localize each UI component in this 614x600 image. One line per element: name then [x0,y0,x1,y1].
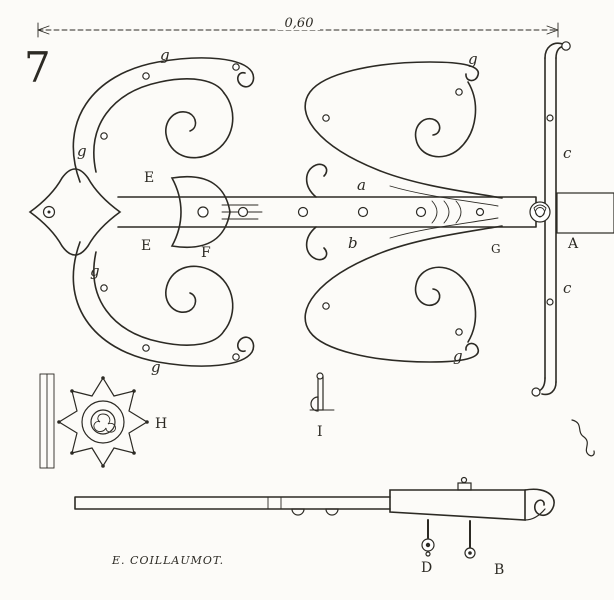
hinge-front-view: g g g g g g E E F a b c c A G [28,41,614,397]
jamb-hatched [556,192,614,234]
rosette-tip-dot [70,451,74,455]
scroll-outer [72,241,255,367]
label-c-lower: c [563,279,572,297]
pin-flange [310,396,319,412]
rosette-tip-dot [70,389,74,393]
label-g-left-lower: g [90,262,100,280]
profile-drop-small [291,508,305,516]
rosette-boss [90,409,116,435]
strap-chevron-marks [431,200,462,224]
rosette-trefoil [93,413,116,433]
scroll-inner-edge [389,217,499,239]
pin-detail: I [309,372,335,440]
pin-head [316,372,324,380]
rivet [297,206,309,218]
rivet [455,328,463,336]
figure-number: 7 [24,43,51,92]
rivet [415,206,427,218]
rivet [100,284,108,292]
dimension-arrow-left [37,22,50,38]
label-g-bottom-left: g [151,358,161,376]
scroll-curl [305,226,328,261]
label-b-cap: B [494,562,504,578]
rivet [455,88,463,96]
rivet [100,132,108,140]
rosette-tip-dot [57,420,61,424]
label-c-upper: c [563,144,572,162]
scroll-outer [304,225,503,363]
scroll-spiral [165,92,234,159]
rivet [546,298,554,306]
scroll-lower-right [304,217,503,363]
profile-scroll-underside [524,508,546,521]
scroll-curl [305,163,328,198]
rivet [237,206,249,218]
pintle-bar [529,41,614,397]
rivet [322,114,330,122]
knuckle-ornament [533,204,547,218]
label-e-upper: E [144,170,154,186]
rosette-tip-dot [101,376,105,380]
label-g-top-right: g [468,50,478,68]
scroll-inner [93,78,225,173]
rivet [475,207,485,217]
rosette-ornament: H [39,373,167,469]
engraver-signature: E. COILLAUMOT. [111,554,224,567]
label-b: b [348,234,358,252]
label-i-cap: I [317,424,323,440]
rosette-ring [81,400,125,444]
rosette-tip-dot [145,420,149,424]
quatrefoil-plate [28,168,122,256]
profile-drop-small [325,508,339,516]
label-d-cap: D [421,560,432,576]
label-g-top-left: g [160,46,170,64]
scroll-spiral [165,265,234,332]
profile-ball-tip [425,551,431,557]
profile-bolt-head [460,476,468,484]
shield-plate [170,176,231,248]
rosette-tip-dot [101,464,105,468]
finial-knob [531,387,541,397]
hinge-profile-view: D B [74,476,555,578]
dimension-label: 0,60 [285,16,314,31]
rivet [232,63,240,71]
label-g-bottom-right: g [453,347,463,365]
label-a: a [357,176,366,194]
rosette-tip-dot [132,389,136,393]
scroll-outer [72,57,255,183]
profile-ball-dot [425,542,431,548]
nail-hole-center [47,210,51,214]
dimension-line: 0,60 [37,15,559,38]
label-f: F [201,245,211,261]
rivet [357,206,369,218]
scroll-upper-right [304,61,503,207]
scroll-lower-left [72,241,255,367]
rosette-tip-dot [132,451,136,455]
scroll-spiral [414,81,477,158]
dimension-label-backing [278,15,320,30]
label-h-cap: H [155,416,167,432]
rivet [322,302,330,310]
profile-joint-ticks [267,496,282,510]
engraver-flourish [571,419,595,457]
scroll-spiral [414,266,477,343]
rivet [232,353,240,361]
rivet [546,114,554,122]
scroll-outer [304,61,503,199]
profile-ball-dot [468,551,472,555]
label-e-lower: E [141,238,151,254]
rivet [197,206,209,218]
label-a-cap: A [567,236,579,252]
label-g-left-upper: g [77,142,87,160]
finial-knob [561,41,571,51]
label-g-cap: G [491,242,501,256]
dimension-arrow-right [546,22,559,38]
scroll-inner-edge [389,185,499,207]
rivet [142,72,150,80]
scroll-inner [93,251,225,346]
rivet [142,344,150,352]
scroll-upper-left [72,57,255,183]
